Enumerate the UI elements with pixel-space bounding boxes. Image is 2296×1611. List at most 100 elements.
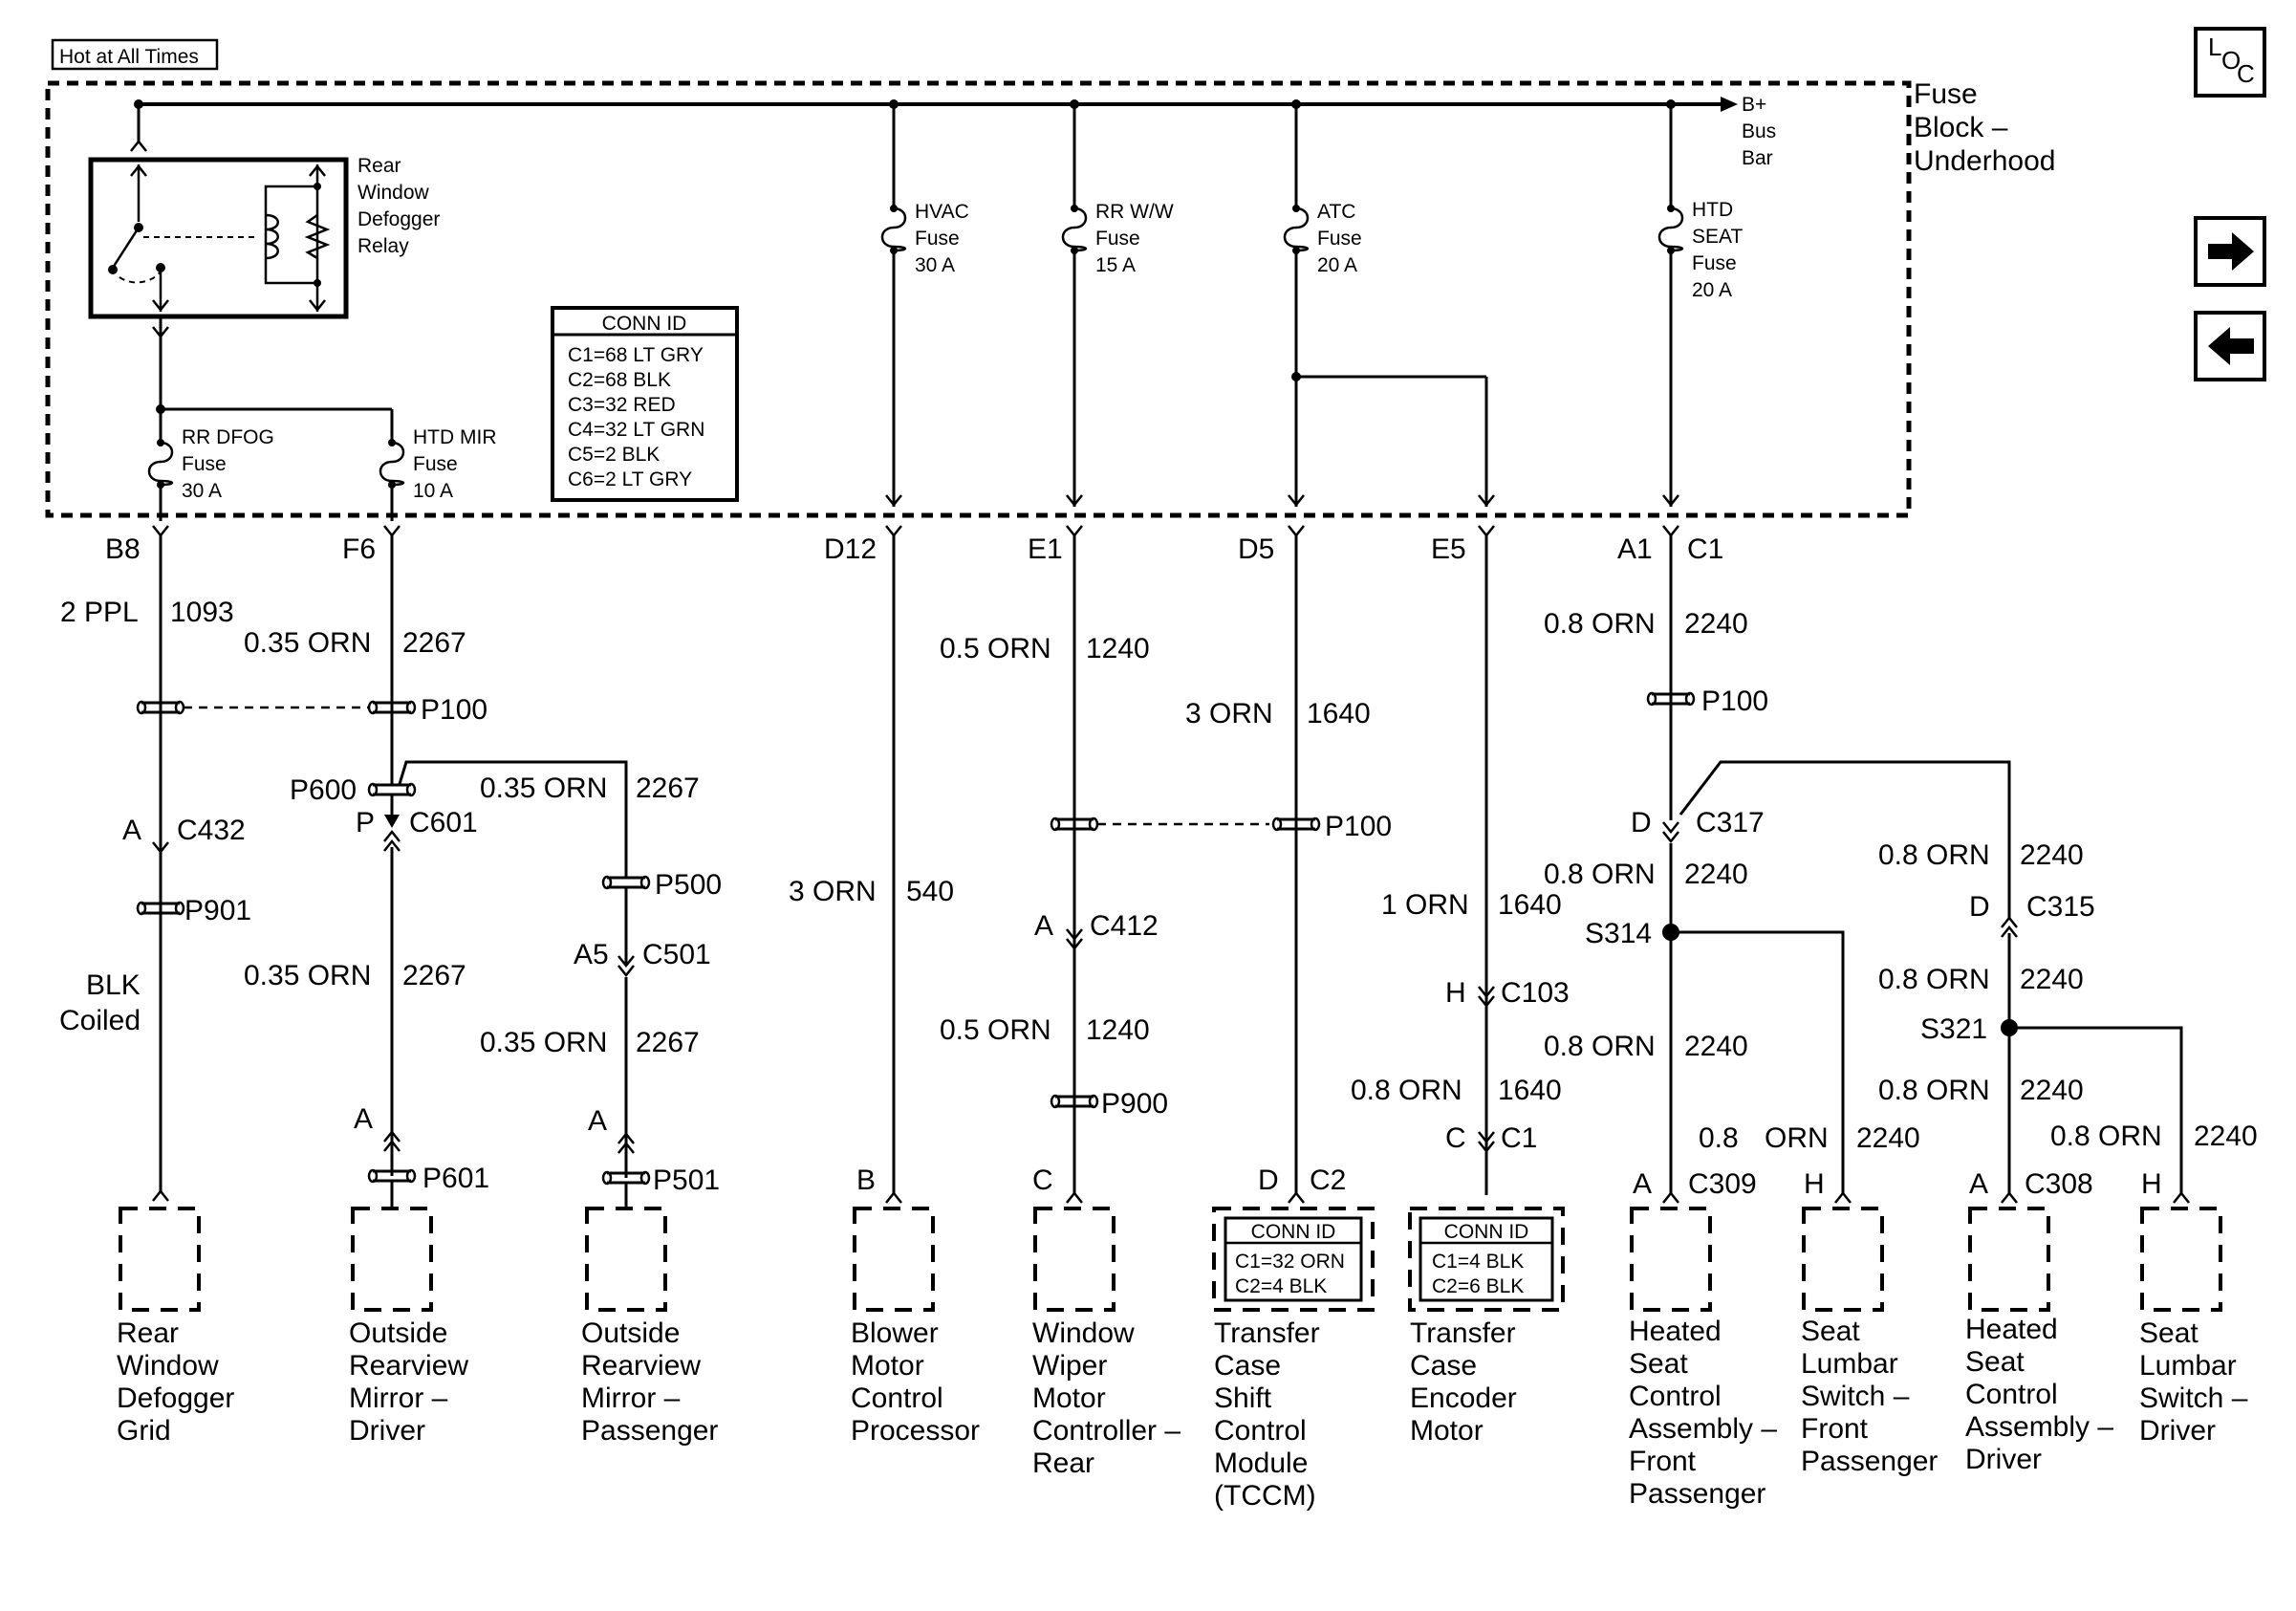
- wire-number-540: 540: [906, 876, 954, 907]
- wire-size-1640-c: 0.8 ORN: [1351, 1075, 1462, 1106]
- svg-text:Front: Front: [1629, 1446, 1697, 1477]
- svg-text:(TCCM): (TCCM): [1214, 1480, 1316, 1512]
- h-lumbar-front-label: H: [1804, 1168, 1825, 1200]
- outside-rearview-mirror-passenger-label: Outside Rearview Mirror – Passenger: [581, 1317, 718, 1447]
- seat-lumbar-switch-driver-label: Seat Lumbar Switch – Driver: [2139, 1317, 2248, 1447]
- transfer-case-encoder-motor-label: Transfer Case Encoder Motor: [1410, 1317, 1517, 1447]
- svg-text:Driver: Driver: [1965, 1444, 2042, 1475]
- svg-text:Case: Case: [1214, 1350, 1281, 1382]
- a-c309-label: A: [1633, 1168, 1652, 1200]
- wire-number-2267-d: 2267: [636, 1027, 700, 1058]
- previous-page-button[interactable]: [2194, 311, 2266, 381]
- c308-label: C308: [2025, 1168, 2093, 1200]
- svg-text:Assembly –: Assembly –: [1629, 1413, 1777, 1445]
- outside-rearview-mirror-driver-label: Outside Rearview Mirror – Driver: [349, 1317, 468, 1447]
- svg-text:Fuse: Fuse: [915, 228, 960, 250]
- seat-lumbar-switch-front-passenger-label: Seat Lumbar Switch – Front Passenger: [1801, 1316, 1938, 1477]
- svg-text:Fuse: Fuse: [413, 453, 458, 475]
- wire-number-2267-c: 2267: [402, 960, 466, 991]
- wire-size-540: 3 ORN: [789, 876, 877, 907]
- htd-mir-fuse-label: HTD MIR Fuse 10 A: [413, 426, 497, 502]
- svg-text:B8: B8: [105, 533, 141, 565]
- svg-text:Bus: Bus: [1742, 120, 1776, 142]
- svg-text:Motor: Motor: [1410, 1415, 1484, 1447]
- c601-label: C601: [409, 807, 478, 838]
- a5-label: A5: [574, 939, 609, 970]
- wire-size-1093: 2 PPL: [60, 597, 139, 628]
- s314-label: S314: [1585, 918, 1652, 949]
- wire-size-2240-e: 0.8 ORN: [1878, 839, 1990, 871]
- wire-number-2240-h: 2240: [2194, 1121, 2258, 1152]
- a-c412-label: A: [1034, 910, 1053, 942]
- wire-number-2240-e: 2240: [2020, 839, 2084, 871]
- svg-text:20 A: 20 A: [1692, 279, 1732, 301]
- p501-label: P501: [653, 1165, 720, 1196]
- wire-number-1640-b: 1640: [1498, 889, 1562, 921]
- fuse-block-label: Fuse Block – Underhood: [1914, 78, 2055, 177]
- d-c317-label: D: [1631, 807, 1652, 838]
- wire-number-1093: 1093: [170, 597, 234, 628]
- transfer-case-encoder-motor-box: [1408, 1207, 1565, 1312]
- svg-text:Control: Control: [1965, 1379, 2058, 1410]
- svg-text:30 A: 30 A: [915, 254, 955, 276]
- svg-text:HTD MIR: HTD MIR: [413, 426, 497, 448]
- svg-text:RR DFOG: RR DFOG: [182, 426, 274, 448]
- wire-number-1640-c: 1640: [1498, 1075, 1562, 1106]
- svg-text:Transfer: Transfer: [1410, 1317, 1516, 1349]
- svg-text:Fuse: Fuse: [1317, 228, 1362, 250]
- svg-text:Rear: Rear: [117, 1317, 179, 1349]
- rear-window-defogger-grid-label: Rear Window Defogger Grid: [117, 1317, 234, 1447]
- svg-text:C3=32 RED: C3=32 RED: [568, 394, 676, 416]
- c2-tccm-label: C2: [1310, 1165, 1346, 1196]
- svg-text:HTD: HTD: [1692, 199, 1733, 221]
- svg-text:Fuse: Fuse: [1095, 228, 1140, 250]
- wire-size-1640-a: 3 ORN: [1185, 698, 1273, 729]
- svg-text:Rear: Rear: [357, 155, 401, 177]
- outside-rearview-mirror-driver-box: [351, 1207, 433, 1312]
- wire-size-2240-d: 0.8: [1699, 1122, 1739, 1154]
- tccm-label: Transfer Case Shift Control Module (TCCM…: [1214, 1317, 1320, 1512]
- outside-rearview-mirror-passenger-box: [585, 1207, 667, 1312]
- svg-text:Rear: Rear: [1032, 1448, 1094, 1479]
- c1-encoder-label: C1: [1501, 1122, 1537, 1154]
- location-button[interactable]: L O C: [2194, 27, 2266, 98]
- svg-text:C6=2 LT GRY: C6=2 LT GRY: [568, 468, 692, 490]
- right-arrow-icon: [2208, 232, 2254, 271]
- rear-window-defogger-relay: [88, 157, 349, 319]
- svg-text:Encoder: Encoder: [1410, 1382, 1517, 1414]
- svg-text:Passenger: Passenger: [1629, 1478, 1765, 1510]
- svg-text:Underhood: Underhood: [1914, 145, 2055, 177]
- svg-text:C: C: [2237, 59, 2255, 88]
- svg-text:HVAC: HVAC: [915, 201, 969, 223]
- p100-label-a: P100: [421, 694, 487, 726]
- p600-label: P600: [290, 774, 357, 806]
- conn-id-table-encoder: CONN ID C1=4 BLK C2=6 BLK: [1419, 1216, 1554, 1302]
- a-p501-label: A: [588, 1105, 607, 1137]
- svg-text:E1: E1: [1028, 533, 1063, 565]
- svg-text:Seat: Seat: [1965, 1346, 2025, 1378]
- svg-text:ATC: ATC: [1317, 201, 1355, 223]
- svg-text:L: L: [2208, 33, 2221, 61]
- svg-text:Mirror –: Mirror –: [349, 1382, 448, 1414]
- svg-text:Outside: Outside: [581, 1317, 680, 1349]
- wire-number-2240-c: 2240: [1684, 1031, 1748, 1062]
- svg-text:Outside: Outside: [349, 1317, 447, 1349]
- heated-seat-control-driver-label: Heated Seat Control Assembly – Driver: [1965, 1314, 2113, 1475]
- svg-text:Block –: Block –: [1914, 112, 2008, 143]
- svg-text:O: O: [2221, 46, 2241, 75]
- svg-text:C1=4 BLK: C1=4 BLK: [1432, 1251, 1524, 1273]
- h-c103-label: H: [1445, 977, 1466, 1009]
- wire-size-2267-a: 0.35 ORN: [244, 627, 371, 659]
- atc-fuse: [1283, 205, 1310, 254]
- p900-label: P900: [1101, 1088, 1168, 1120]
- left-arrow-icon: [2208, 327, 2254, 365]
- wire-blk: BLK: [86, 969, 141, 1001]
- wire-size-1240-b: 0.5 ORN: [940, 1014, 1051, 1046]
- svg-text:Seat: Seat: [1629, 1348, 1688, 1380]
- hot-at-all-times-label: Hot at All Times: [51, 38, 219, 71]
- wire-size-2267-c: 0.35 ORN: [244, 960, 371, 991]
- wire-coiled: Coiled: [59, 1005, 141, 1036]
- svg-text:Relay: Relay: [357, 235, 409, 257]
- next-page-button[interactable]: [2194, 216, 2266, 287]
